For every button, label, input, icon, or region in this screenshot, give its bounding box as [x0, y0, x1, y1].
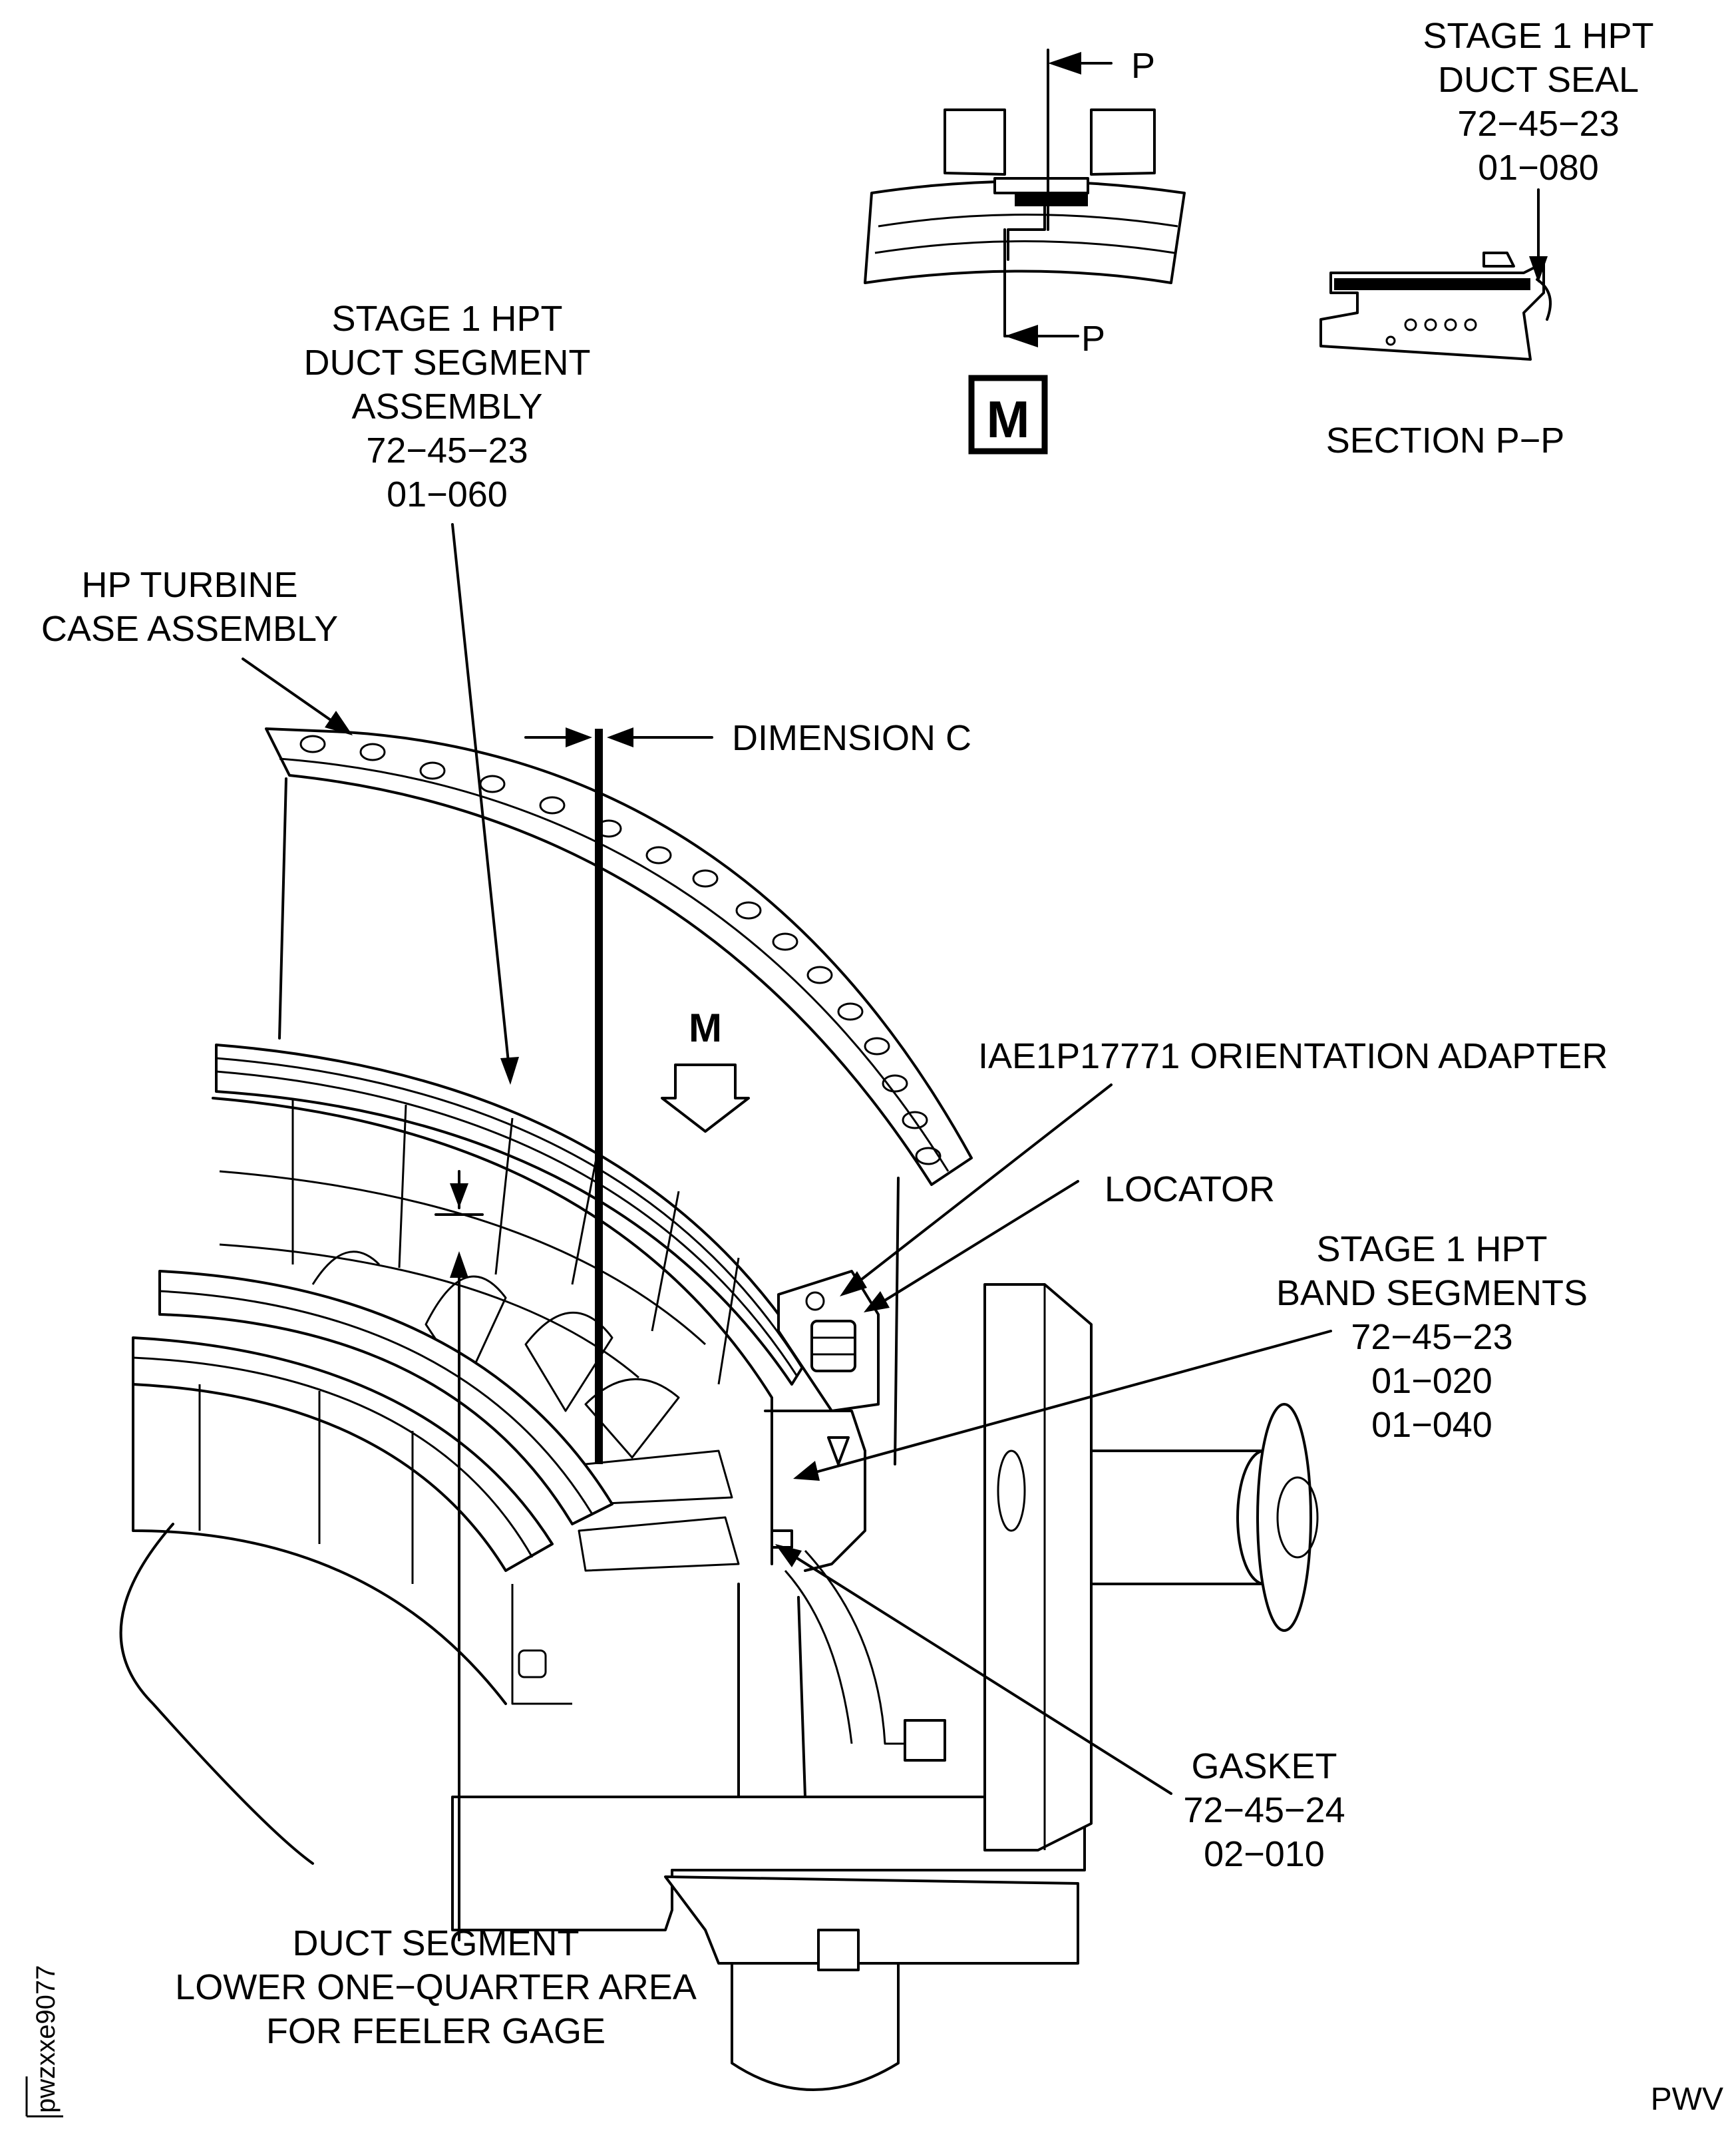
view-m-letter: M	[987, 390, 1030, 449]
section-marker-bottom: P	[1081, 319, 1105, 359]
section-pp-label: SECTION P−P	[1326, 421, 1565, 461]
section-marker-top: P	[1131, 46, 1155, 86]
duct-segment-line-1: STAGE 1 HPT	[331, 299, 562, 339]
flange-holes	[299, 735, 942, 1165]
duct-seal-line-4: 01−080	[1478, 148, 1599, 188]
callout-duct-seal: STAGE 1 HPT DUCT SEAL 72−45−23 01−080	[1423, 16, 1653, 188]
dimension-c-label: DIMENSION C	[732, 718, 971, 758]
view-m-box	[968, 375, 1048, 455]
figure-id: pwzxxe9077	[31, 1965, 61, 2113]
duct-segment-line-3: ASSEMBLY	[351, 387, 542, 427]
callout-band-segments: STAGE 1 HPT BAND SEGMENTS 72−45−23 01−02…	[1276, 1229, 1588, 1445]
band-segments-line-5: 01−040	[1371, 1405, 1492, 1445]
turbine-case-assembly	[119, 727, 1319, 2091]
leader-lines	[242, 523, 1332, 1941]
section-pp-drawing	[1319, 188, 1552, 361]
band-segments-line-4: 01−020	[1371, 1361, 1492, 1401]
view-m-arrow-label: M	[689, 1006, 722, 1050]
callout-case-assembly: HP TURBINE CASE ASSEMBLY	[41, 565, 338, 649]
duct-segment-line-5: 01−060	[387, 475, 508, 514]
callout-duct-segment-assembly: STAGE 1 HPT DUCT SEGMENT ASSEMBLY 72−45−…	[303, 299, 590, 514]
locator-label: LOCATOR	[1105, 1169, 1275, 1209]
feeler-line-1: DUCT SEGMENT	[292, 1923, 579, 1963]
feeler-line-3: FOR FEELER GAGE	[266, 2011, 606, 2051]
duct-segment-line-2: DUCT SEGMENT	[303, 343, 590, 383]
duct-segment-line-4: 72−45−23	[366, 431, 528, 471]
band-segments-line-2: BAND SEGMENTS	[1276, 1273, 1588, 1313]
duct-seal-line-2: DUCT SEAL	[1438, 60, 1639, 100]
duct-seal-line-1: STAGE 1 HPT	[1423, 16, 1653, 56]
corner-mark: PWV	[1651, 2082, 1723, 2117]
callout-gasket: GASKET 72−45−24 02−010	[1183, 1746, 1345, 1874]
view-m-detail	[864, 49, 1186, 347]
gasket-line-2: 72−45−24	[1183, 1790, 1345, 1830]
gasket-line-1: GASKET	[1191, 1746, 1337, 1786]
callout-feeler-area: DUCT SEGMENT LOWER ONE−QUARTER AREA FOR …	[175, 1923, 697, 2051]
band-segments-line-1: STAGE 1 HPT	[1316, 1229, 1547, 1269]
feeler-line-2: LOWER ONE−QUARTER AREA	[175, 1967, 697, 2007]
band-segments-line-3: 72−45−23	[1351, 1317, 1512, 1357]
view-m-arrow	[661, 1064, 750, 1133]
duct-seal-line-3: 72−45−23	[1457, 104, 1619, 144]
case-assembly-line-2: CASE ASSEMBLY	[41, 609, 338, 649]
gasket-line-3: 02−010	[1204, 1834, 1325, 1874]
case-assembly-line-1: HP TURBINE	[81, 565, 297, 605]
adapter-label: IAE1P17771 ORIENTATION ADAPTER	[978, 1036, 1608, 1076]
